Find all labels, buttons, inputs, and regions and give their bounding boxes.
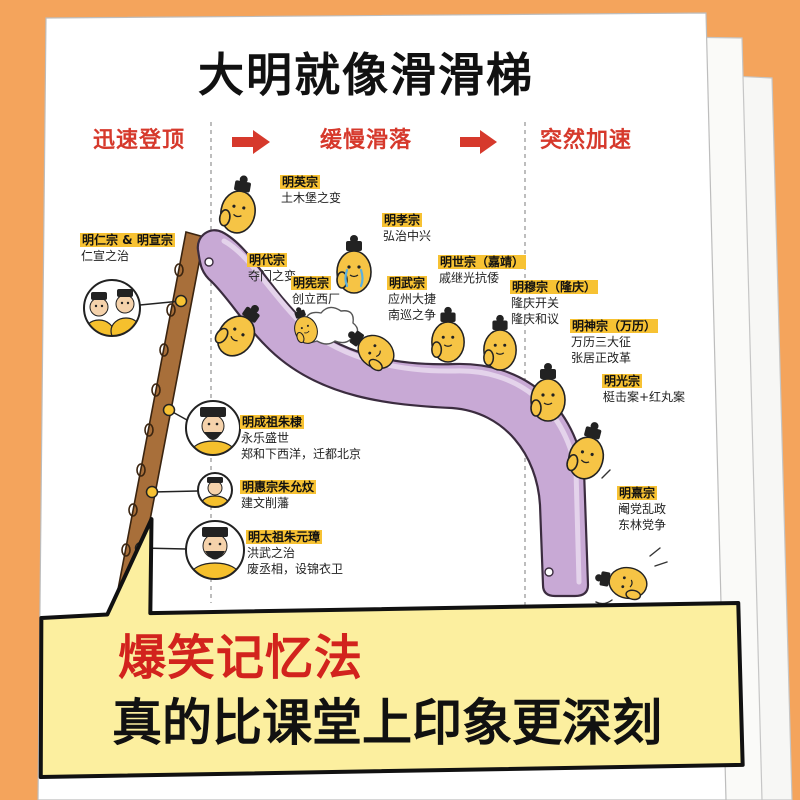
label-xiaozong: 明孝宗 弘治中兴 <box>382 212 431 244</box>
emperor-name: 明成祖朱棣 <box>240 415 305 429</box>
label-renxuan: 明仁宗 & 明宣宗 仁宣之治 <box>80 232 175 264</box>
emperor-note: 土木堡之变 <box>281 191 342 205</box>
emperor-note: 梃击案+红丸案 <box>603 390 686 404</box>
label-taizu: 明太祖朱元璋 洪武之治 废丞相，设锦衣卫 <box>246 529 343 577</box>
label-xianzong: 明宪宗 创立西厂 <box>291 275 340 307</box>
ladder-dot <box>162 403 176 417</box>
phase-label-decline: 缓慢滑落 <box>320 128 413 153</box>
emperor-name: 明光宗 <box>602 374 643 388</box>
phase-label-climb: 迅速登顶 <box>93 128 186 153</box>
emperor-name: 明宪宗 <box>291 276 332 290</box>
label-muzong: 明穆宗（隆庆） 隆庆开关 隆庆和议 <box>510 279 599 327</box>
portrait-renxuan <box>83 279 141 337</box>
page-title: 大明就像滑滑梯 <box>198 48 534 102</box>
emperor-note: 夺门之变 <box>248 269 297 283</box>
emperor-note: 应州大捷 <box>388 292 437 306</box>
emperor-note: 弘治中兴 <box>383 229 432 243</box>
emperor-name: 明熹宗 <box>617 486 658 500</box>
emperor-note: 万历三大征 <box>571 335 632 349</box>
speech-bubble <box>38 517 745 780</box>
emperor-name: 明惠宗朱允炆 <box>240 480 317 494</box>
connector-renxuan <box>139 300 182 306</box>
portrait-taizu <box>185 520 245 580</box>
label-wuzong: 明武宗 应州大捷 南巡之争 <box>387 275 436 323</box>
emperor-note: 东林党争 <box>618 518 667 532</box>
label-huizong: 明惠宗朱允炆 建文削藩 <box>240 479 317 511</box>
paper-sheet-front <box>37 12 727 800</box>
label-chengzu: 明成祖朱棣 永乐盛世 郑和下西洋，迁都北京 <box>240 414 361 462</box>
emperor-name: 明仁宗 & 明宣宗 <box>80 233 175 247</box>
emperor-note: 仁宣之治 <box>81 249 130 263</box>
ladder-dot <box>174 294 188 308</box>
label-guangzong: 明光宗 梃击案+红丸案 <box>602 373 685 405</box>
emperor-note: 张居正改革 <box>571 351 632 365</box>
emperor-name: 明穆宗（隆庆） <box>510 280 599 294</box>
label-xizong: 明熹宗 阉党乱政 东林党争 <box>617 485 666 533</box>
emperor-note: 废丞相，设锦衣卫 <box>247 562 344 576</box>
emperor-note: 洪武之治 <box>247 546 296 560</box>
emperor-name: 明英宗 <box>280 175 321 189</box>
phase-arrow-2 <box>460 130 497 154</box>
banner-headline: 爆笑记忆法 <box>118 630 364 686</box>
slide-rivet-bottom <box>544 567 554 577</box>
emperor-note: 南巡之争 <box>388 308 437 322</box>
emperor-note: 郑和下西洋，迁都北京 <box>241 447 362 461</box>
emperor-name: 明太祖朱元璋 <box>246 530 323 544</box>
emperor-note: 隆庆和议 <box>511 312 560 326</box>
emperor-name: 明世宗（嘉靖） <box>438 255 527 269</box>
slide-rivet-top <box>204 257 214 267</box>
phase-label-accelerate: 突然加速 <box>540 128 633 153</box>
ladder-dot <box>145 485 159 499</box>
emperor-name: 明武宗 <box>387 276 428 290</box>
portrait-huizong <box>197 472 233 508</box>
emperor-name: 明孝宗 <box>382 213 423 227</box>
emperor-note: 戚继光抗倭 <box>439 271 500 285</box>
emperor-note: 创立西厂 <box>292 292 341 306</box>
label-yingzong: 明英宗 土木堡之变 <box>280 174 341 206</box>
banner-subline: 真的比课堂上印象更深刻 <box>112 694 662 752</box>
label-shizong: 明世宗（嘉靖） 戚继光抗倭 <box>438 254 527 286</box>
emperor-note: 永乐盛世 <box>241 431 290 445</box>
tear-drops <box>344 268 364 288</box>
emperor-note: 隆庆开关 <box>511 296 560 310</box>
emperor-name: 明神宗（万历） <box>570 319 659 333</box>
emperor-note: 建文削藩 <box>241 496 290 510</box>
portrait-chengzu <box>185 400 241 456</box>
label-shenzong: 明神宗（万历） 万历三大征 张居正改革 <box>570 318 659 366</box>
emperor-note: 阉党乱政 <box>618 502 667 516</box>
phase-arrow-1 <box>232 130 270 154</box>
connector-huizong <box>151 490 199 493</box>
label-daizong: 明代宗 夺门之变 <box>247 252 296 284</box>
emperor-name: 明代宗 <box>247 253 288 267</box>
